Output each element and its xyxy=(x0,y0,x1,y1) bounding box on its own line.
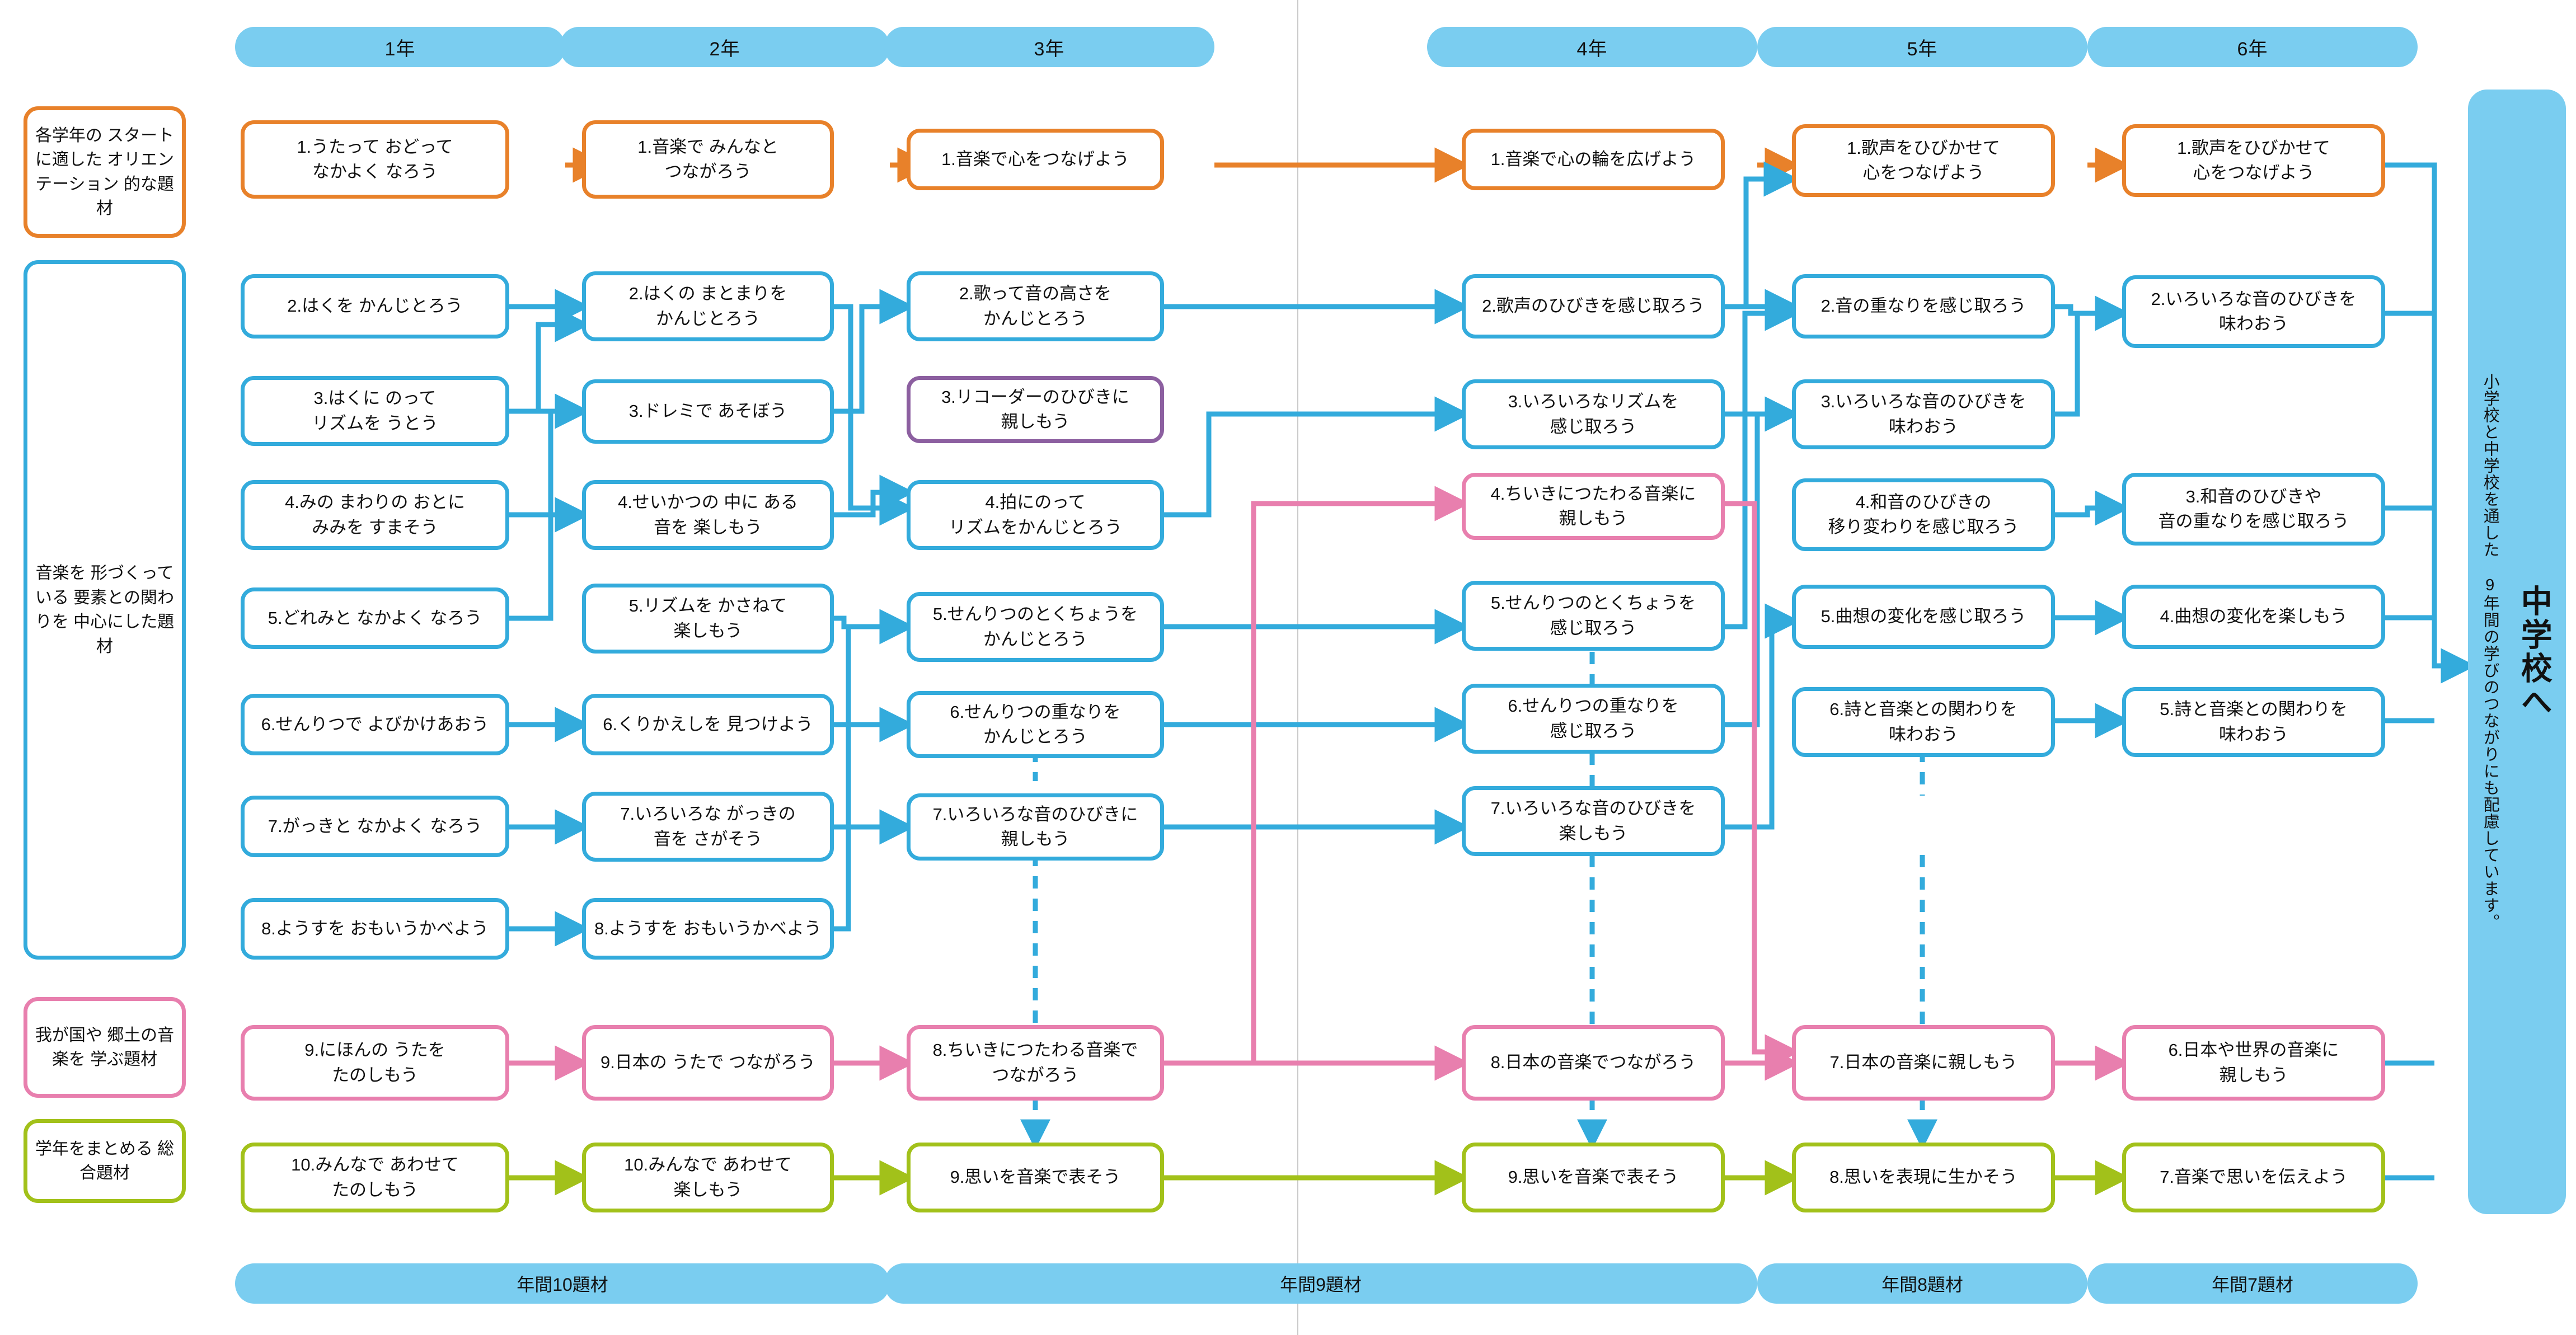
node-g3-element-1[interactable]: 2.歌って音の高さを かんじとろう xyxy=(907,271,1164,341)
node-g1-element-7[interactable]: 8.ようすを おもいうかべよう xyxy=(241,898,509,960)
node-g1-element-3[interactable]: 4.みの まわりの おとに みみを すまそう xyxy=(241,480,509,550)
node-g5-summary[interactable]: 8.思いを表現に生かそう xyxy=(1792,1143,2055,1212)
node-g5-element-4[interactable]: 5.曲想の変化を感じ取ろう xyxy=(1792,585,2055,649)
node-g1-element-6[interactable]: 7.がっきと なかよく なろう xyxy=(241,796,509,857)
grade-header-6: 6年 xyxy=(2087,27,2418,67)
node-g6-element-1[interactable]: 2.いろいろな音のひびきを 味わおう xyxy=(2122,275,2385,348)
node-g1-summary[interactable]: 10.みんなで あわせて たのしもう xyxy=(241,1143,509,1212)
node-g2-element-3[interactable]: 4.せいかつの 中に ある 音を 楽しもう xyxy=(582,480,834,550)
node-g2-element-7[interactable]: 8.ようすを おもいうかべよう xyxy=(582,898,834,960)
node-g4-element-2[interactable]: 3.いろいろなリズムを 感じ取ろう xyxy=(1462,379,1725,449)
node-g2-orientation[interactable]: 1.音楽で みんなと つながろう xyxy=(582,120,834,199)
node-g3-element-3[interactable]: 4.拍にのって リズムをかんじとろう xyxy=(907,480,1164,550)
node-g1-element-4[interactable]: 5.どれみと なかよく なろう xyxy=(241,587,509,649)
node-g4-summary[interactable]: 9.思いを音楽で表そう xyxy=(1462,1143,1725,1212)
node-g3-traditional[interactable]: 8.ちいきにつたわる音楽で つながろう xyxy=(907,1025,1164,1101)
node-g2-element-5[interactable]: 6.くりかえしを 見つけよう xyxy=(582,694,834,755)
grade-header-4: 4年 xyxy=(1427,27,1757,67)
node-g5-element-5[interactable]: 6.詩と音楽との関わりを 味わおう xyxy=(1792,687,2055,757)
node-g3-element-2[interactable]: 3.リコーダーのひびきに 親しもう xyxy=(907,376,1164,443)
category-traditional: 我が国や 郷土の音楽を 学ぶ題材 xyxy=(24,997,186,1098)
node-g3-element-5[interactable]: 6.せんりつの重なりを かんじとろう xyxy=(907,691,1164,758)
node-g2-element-2[interactable]: 3.ドレミで あそぼう xyxy=(582,379,834,444)
node-g6-element-4[interactable]: 5.詩と音楽との関わりを 味わおう xyxy=(2122,687,2385,757)
junior-high-note: 小学校と中学校を通した 9年間の学びのつながりにも配慮しています。 xyxy=(2481,373,2499,930)
junior-high-panel: 中学校へ 小学校と中学校を通した 9年間の学びのつながりにも配慮しています。 xyxy=(2468,90,2566,1214)
node-g5-element-3[interactable]: 4.和音のひびきの 移り変わりを感じ取ろう xyxy=(1792,478,2055,551)
node-g4-element-5[interactable]: 6.せんりつの重なりを 感じ取ろう xyxy=(1462,684,1725,754)
node-g6-traditional[interactable]: 6.日本や世界の音楽に 親しもう xyxy=(2122,1025,2385,1101)
node-g4-traditional[interactable]: 8.日本の音楽でつながろう xyxy=(1462,1025,1725,1101)
node-g2-element-6[interactable]: 7.いろいろな がっきの 音を さがそう xyxy=(582,792,834,862)
node-g4-element-6[interactable]: 7.いろいろな音のひびきを 楽しもう xyxy=(1462,786,1725,856)
grade-header-2: 2年 xyxy=(560,27,890,67)
total-bar-g3-g4: 年間9題材 xyxy=(884,1263,1757,1304)
node-g2-summary[interactable]: 10.みんなで あわせて 楽しもう xyxy=(582,1143,834,1212)
node-g1-orientation[interactable]: 1.うたって おどって なかよく なろう xyxy=(241,120,509,199)
node-g5-orientation[interactable]: 1.歌声をひびかせて 心をつなげよう xyxy=(1792,124,2055,197)
node-g6-element-2[interactable]: 3.和音のひびきや 音の重なりを感じ取ろう xyxy=(2122,473,2385,546)
vertical-divider xyxy=(1297,0,1298,1335)
grade-header-5: 5年 xyxy=(1757,27,2087,67)
node-g4-element-4[interactable]: 5.せんりつのとくちょうを 感じ取ろう xyxy=(1462,581,1725,651)
node-g3-summary[interactable]: 9.思いを音楽で表そう xyxy=(907,1143,1164,1212)
category-elements: 音楽を 形づくっている 要素との関わりを 中心にした題材 xyxy=(24,260,186,960)
total-bar-g6: 年間7題材 xyxy=(2087,1263,2418,1304)
node-g1-element-2[interactable]: 3.はくに のって リズムを うとう xyxy=(241,376,509,446)
node-g3-element-6[interactable]: 7.いろいろな音のひびきに 親しもう xyxy=(907,793,1164,861)
node-g1-traditional[interactable]: 9.にほんの うたを たのしもう xyxy=(241,1025,509,1101)
total-bar-g5: 年間8題材 xyxy=(1757,1263,2087,1304)
total-bar-g1-g2: 年間10題材 xyxy=(235,1263,890,1304)
node-g6-summary[interactable]: 7.音楽で思いを伝えよう xyxy=(2122,1143,2385,1212)
node-g2-element-1[interactable]: 2.はくの まとまりを かんじとろう xyxy=(582,271,834,341)
grade-header-3: 3年 xyxy=(884,27,1214,67)
node-g5-element-2[interactable]: 3.いろいろな音のひびきを 味わおう xyxy=(1792,379,2055,449)
node-g3-orientation[interactable]: 1.音楽で心をつなげよう xyxy=(907,129,1164,190)
node-g4-element-1[interactable]: 2.歌声のひびきを感じ取ろう xyxy=(1462,274,1725,339)
grade-header-1: 1年 xyxy=(235,27,565,67)
node-g6-element-3[interactable]: 4.曲想の変化を楽しもう xyxy=(2122,585,2385,649)
node-g3-element-4[interactable]: 5.せんりつのとくちょうを かんじとろう xyxy=(907,592,1164,662)
node-g6-orientation[interactable]: 1.歌声をひびかせて 心をつなげよう xyxy=(2122,124,2385,197)
node-g1-element-1[interactable]: 2.はくを かんじとろう xyxy=(241,274,509,339)
node-g2-element-4[interactable]: 5.リズムを かさねて 楽しもう xyxy=(582,584,834,654)
node-g4-element-3[interactable]: 4.ちいきにつたわる音楽に 親しもう xyxy=(1462,473,1725,540)
node-g5-traditional[interactable]: 7.日本の音楽に親しもう xyxy=(1792,1025,2055,1101)
node-g2-traditional[interactable]: 9.日本の うたで つながろう xyxy=(582,1025,834,1101)
junior-high-title: 中学校へ xyxy=(2517,585,2552,719)
node-g5-element-1[interactable]: 2.音の重なりを感じ取ろう xyxy=(1792,274,2055,339)
category-summary: 学年をまとめる 総合題材 xyxy=(24,1119,186,1203)
category-orientation: 各学年の スタートに適した オリエンテーション 的な題材 xyxy=(24,106,186,238)
node-g4-orientation[interactable]: 1.音楽で心の輪を広げよう xyxy=(1462,129,1725,190)
node-g1-element-5[interactable]: 6.せんりつで よびかけあおう xyxy=(241,694,509,755)
